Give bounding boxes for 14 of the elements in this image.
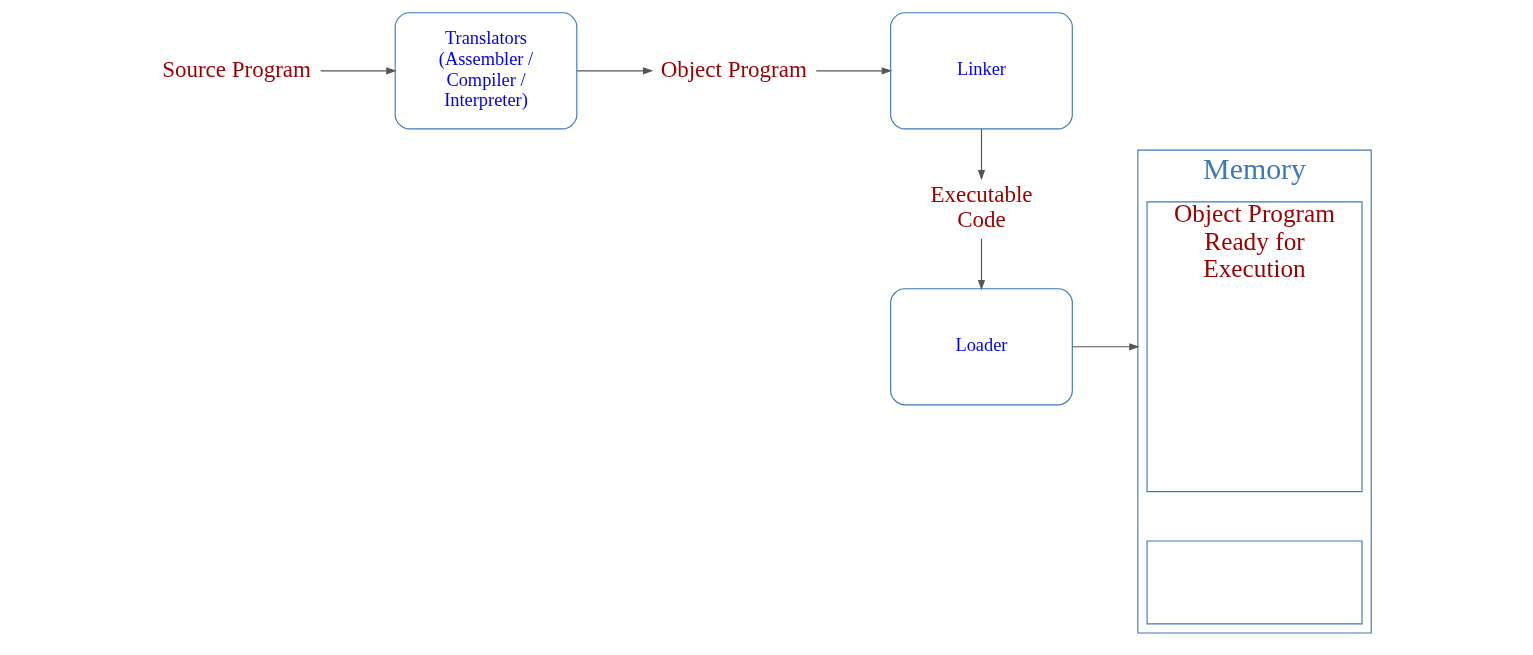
node-box: Loader <box>890 288 1073 406</box>
arrow <box>320 67 397 75</box>
node-box <box>1146 540 1363 625</box>
arrow <box>1071 343 1140 351</box>
node-box: Translators (Assembler / Compiler / Interpreter) <box>394 12 578 130</box>
node-text: Object Program <box>660 56 807 82</box>
arrow <box>815 67 893 75</box>
arrow <box>977 128 986 181</box>
node-box: Object Program Ready for Execution <box>1146 201 1363 493</box>
arrow <box>576 67 654 75</box>
arrow <box>977 238 986 291</box>
node-text: Source Program <box>162 56 311 82</box>
node-box: Linker <box>890 12 1073 130</box>
node-text: Executable Code <box>930 181 1033 233</box>
